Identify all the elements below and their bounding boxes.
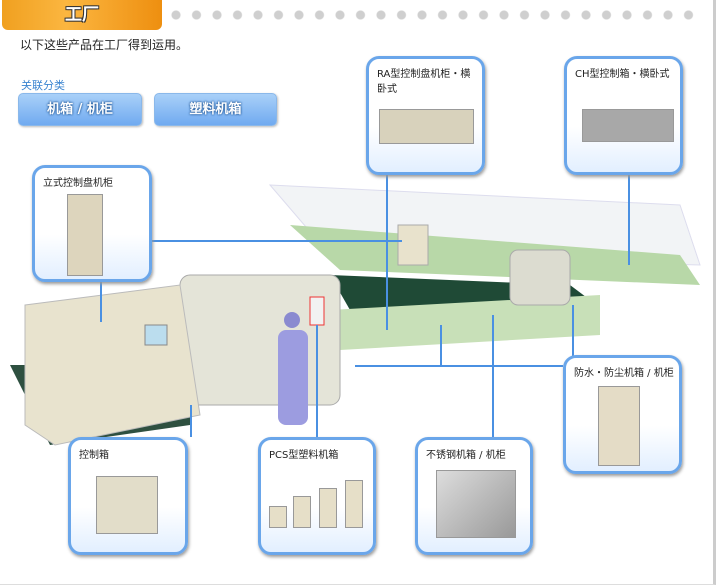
cabinet-button[interactable]: 机箱 / 机柜 — [18, 93, 142, 126]
push-button-box — [309, 296, 325, 326]
callout-title: CH型控制箱・横卧式 — [575, 69, 670, 80]
connector-line — [492, 315, 494, 437]
product-image — [293, 496, 311, 528]
connector-line — [100, 282, 102, 322]
callout-standing-cabinet[interactable]: 立式控制盘机柜 — [32, 165, 152, 282]
operator-panel — [144, 324, 168, 346]
product-image — [96, 476, 158, 534]
plastic-box-button[interactable]: 塑料机箱 — [154, 93, 277, 126]
connector-line — [628, 175, 630, 265]
product-image — [379, 109, 474, 144]
product-image — [582, 109, 674, 142]
product-image — [436, 470, 516, 538]
callout-ra-cabinet[interactable]: RA型控制盘机柜・横卧式 — [366, 56, 485, 175]
product-image — [598, 386, 640, 466]
control-cabinet-center — [397, 224, 429, 266]
factory-illustration — [0, 175, 712, 475]
connector-line — [152, 240, 402, 242]
callout-control-box[interactable]: 控制箱 — [68, 437, 188, 555]
tab-factory[interactable]: 工厂 — [2, 0, 162, 30]
conveyor-frame — [330, 295, 600, 350]
callout-stainless-box[interactable]: 不锈钢机箱 / 机柜 — [415, 437, 533, 555]
callout-title: 不锈钢机箱 / 机柜 — [426, 450, 506, 461]
connector-line — [190, 405, 192, 437]
worker-body — [278, 330, 308, 425]
callout-title: PCS型塑料机箱 — [269, 450, 339, 461]
connector-line — [386, 175, 388, 330]
callout-title: 防水・防尘机箱 / 机柜 — [574, 368, 674, 379]
machine-right — [509, 249, 571, 306]
product-image — [67, 194, 103, 276]
dots-divider — [170, 8, 700, 22]
intro-text: 以下这些产品在工厂得到运用。 — [20, 38, 189, 52]
product-image — [345, 480, 363, 528]
product-image — [319, 488, 337, 528]
related-label: 关联分类 — [21, 79, 65, 92]
factory-scene — [10, 184, 701, 446]
connector-line — [316, 325, 318, 437]
worker-head — [284, 312, 300, 328]
callout-title: RA型控制盘机柜・横卧式 — [377, 69, 471, 95]
connector-line — [355, 365, 563, 367]
connector-line — [440, 325, 442, 365]
product-image — [269, 506, 287, 528]
callout-title: 立式控制盘机柜 — [43, 178, 113, 189]
callout-title: 控制箱 — [79, 450, 109, 461]
connector-line — [572, 305, 574, 365]
callout-ch-box[interactable]: CH型控制箱・横卧式 — [564, 56, 683, 175]
callout-pcs-box[interactable]: PCS型塑料机箱 — [258, 437, 376, 555]
callout-waterproof-box[interactable]: 防水・防尘机箱 / 机柜 — [563, 355, 682, 474]
